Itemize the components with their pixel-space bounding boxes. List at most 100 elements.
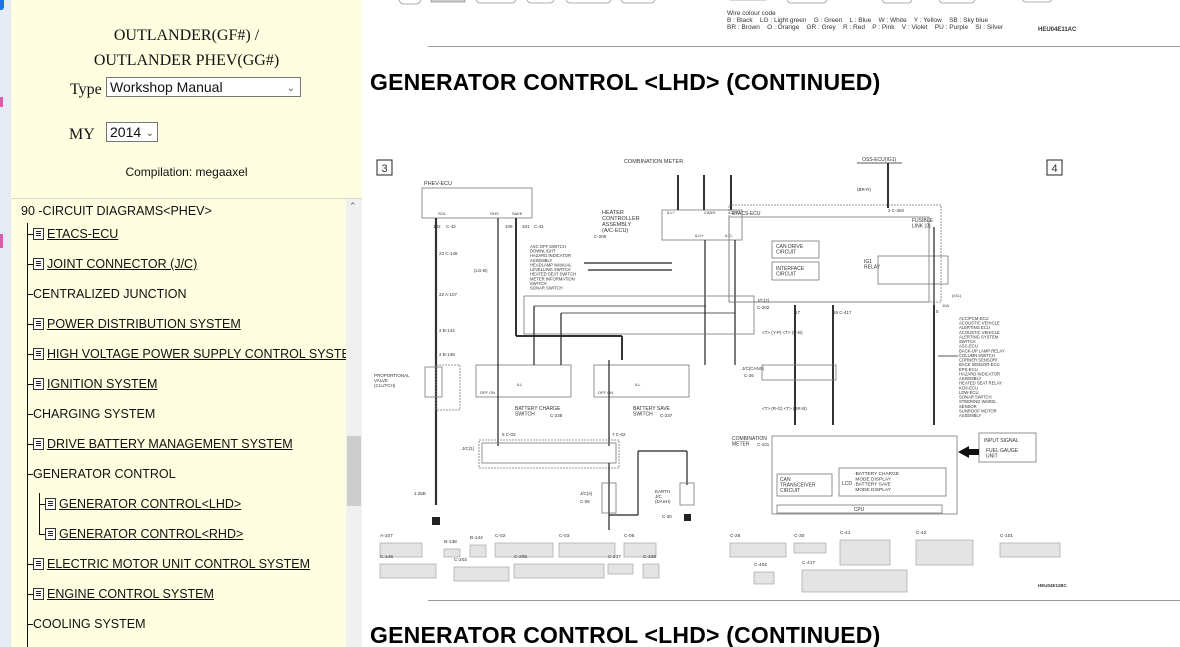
divider bbox=[428, 46, 1180, 47]
component-box bbox=[601, 482, 617, 514]
tree-label[interactable]: CHARGING SYSTEM bbox=[33, 407, 156, 421]
connector-id: B-144 bbox=[470, 535, 483, 541]
tree-item[interactable]: GENERATOR CONTROL<RHD> bbox=[39, 527, 243, 541]
model-line-1: OUTLANDER(GF#) / bbox=[113, 27, 260, 44]
figure-id-top: HEU04E11AC bbox=[1038, 27, 1077, 33]
component-box bbox=[523, 295, 755, 335]
tree-item[interactable]: ENGINE CONTROL SYSTEM bbox=[27, 587, 214, 601]
connector-label: C-42 bbox=[446, 224, 456, 229]
connector-block bbox=[513, 563, 605, 579]
tree-line bbox=[27, 223, 28, 647]
page-ref-box bbox=[376, 159, 393, 176]
tree-link[interactable]: ETACS-ECU bbox=[47, 227, 119, 241]
component-box bbox=[838, 467, 947, 497]
my-label: MY bbox=[69, 126, 95, 143]
tree-link[interactable]: ENGINE CONTROL SYSTEM bbox=[47, 587, 214, 601]
compilation-credit: Compilation: megaaxel bbox=[125, 165, 248, 179]
lcd-functions-list: -BATTERY CHARGE MODE DISPLAY-BATTERY SAV… bbox=[854, 471, 899, 493]
connector-block bbox=[999, 542, 1061, 558]
connector-block bbox=[469, 544, 487, 558]
connector-block bbox=[793, 542, 827, 554]
connector-label: C-202 bbox=[757, 305, 770, 310]
tree-item[interactable]: ETACS-ECU bbox=[27, 227, 118, 241]
tree-item[interactable]: GENERATOR CONTROL<LHD> bbox=[39, 497, 241, 511]
side-marker bbox=[0, 97, 3, 107]
diagram-label: <T> (Y-P) <T> (R-B) bbox=[762, 330, 803, 335]
connector-label: 2 B-144 bbox=[439, 328, 455, 333]
combination-meter-label: COMBINATION METER bbox=[624, 159, 683, 165]
browser-side-strip bbox=[0, 0, 11, 647]
component-box bbox=[661, 209, 743, 241]
tree-connector bbox=[27, 593, 33, 595]
component-box bbox=[771, 240, 820, 259]
tree-link[interactable]: GENERATOR CONTROL<LHD> bbox=[59, 497, 242, 511]
diagram-label: (BR-R) bbox=[857, 187, 871, 192]
component-box bbox=[435, 364, 461, 411]
page-ref-box bbox=[1046, 159, 1063, 176]
tree-link[interactable]: GENERATOR CONTROL<RHD> bbox=[59, 527, 244, 541]
tree-scrollbar[interactable]: ⌃ bbox=[346, 199, 362, 647]
tree-link[interactable]: DRIVE BATTERY MANAGEMENT SYSTEM bbox=[47, 437, 293, 451]
component-box bbox=[593, 364, 690, 398]
type-select[interactable]: Workshop Manual ⌄ bbox=[106, 77, 301, 97]
connector-block bbox=[623, 542, 657, 558]
connector-id: C-101 bbox=[1000, 533, 1013, 539]
scroll-up-icon[interactable]: ⌃ bbox=[349, 201, 357, 211]
connector-id: C-402 bbox=[754, 562, 767, 568]
tree-link[interactable]: IGNITION SYSTEM bbox=[47, 377, 158, 391]
connector-block bbox=[379, 563, 437, 579]
connector-block bbox=[915, 539, 974, 566]
tree-item[interactable]: HIGH VOLTAGE POWER SUPPLY CONTROL SYSTEM bbox=[27, 347, 346, 361]
diagram-label: (LG-B) bbox=[474, 268, 488, 273]
tree-connector bbox=[27, 623, 33, 625]
scrollbar-thumb[interactable] bbox=[347, 436, 361, 506]
jc-label: J/C(2) bbox=[757, 298, 770, 303]
previous-figure-connectors bbox=[398, 0, 1052, 5]
component-box bbox=[421, 187, 533, 219]
connector-block bbox=[642, 563, 660, 579]
tree-label[interactable]: CENTRALIZED JUNCTION bbox=[33, 287, 187, 301]
diagram-label: GHS bbox=[490, 211, 499, 216]
connector-id: C-237 bbox=[608, 554, 621, 560]
connector-label: 16 C-417 bbox=[833, 310, 852, 315]
tree-item[interactable]: ELECTRIC MOTOR UNIT CONTROL SYSTEM bbox=[27, 557, 310, 571]
tree-connector bbox=[27, 413, 33, 415]
connector-label: 2 B-138 bbox=[439, 352, 455, 357]
connector-block bbox=[558, 542, 616, 558]
connector-label: 7 C-02 bbox=[612, 432, 626, 437]
tree-root[interactable]: 90 -CIRCUIT DIAGRAMS<PHEV> bbox=[21, 204, 212, 218]
connector-label: C-41 bbox=[534, 224, 544, 229]
tree-item: COOLING SYSTEM bbox=[27, 617, 146, 631]
phev-ecu-label: PHEV-ECU bbox=[424, 181, 452, 187]
tree-item[interactable]: JOINT CONNECTOR (J/C) bbox=[27, 257, 197, 271]
document-icon bbox=[33, 588, 44, 600]
connector-id: C-30 bbox=[794, 533, 805, 539]
tree-link[interactable]: ELECTRIC MOTOR UNIT CONTROL SYSTEM bbox=[47, 557, 310, 571]
diagram-label: ILL+ bbox=[667, 210, 676, 215]
my-select[interactable]: 2014 ⌄ bbox=[106, 122, 158, 142]
diagram-label: SAVE bbox=[512, 211, 523, 216]
diagram-label: <T> (R-G) <T> (BR-B) bbox=[762, 406, 807, 411]
tree-label[interactable]: GENERATOR CONTROL bbox=[33, 467, 176, 481]
component-box bbox=[877, 255, 949, 285]
page-ref-number: 4 bbox=[1051, 163, 1057, 175]
tree-item[interactable]: IGNITION SYSTEM bbox=[27, 377, 157, 391]
tree-connector bbox=[27, 383, 33, 385]
tree-connector bbox=[27, 263, 33, 265]
connector-block bbox=[494, 542, 554, 558]
component-box bbox=[478, 439, 620, 469]
tree-connector bbox=[27, 323, 33, 325]
connector-id: C-05 bbox=[624, 533, 635, 539]
tree-link[interactable]: POWER DISTRIBUTION SYSTEM bbox=[47, 317, 241, 331]
tree-link[interactable]: HIGH VOLTAGE POWER SUPPLY CONTROL SYSTEM bbox=[47, 347, 346, 361]
connector-id: C-238 bbox=[643, 554, 656, 560]
tree-item[interactable]: POWER DISTRIBUTION SYSTEM bbox=[27, 317, 241, 331]
tree-label[interactable]: COOLING SYSTEM bbox=[33, 617, 146, 631]
tree-link[interactable]: JOINT CONNECTOR (J/C) bbox=[47, 257, 198, 271]
tree-item[interactable]: DRIVE BATTERY MANAGEMENT SYSTEM bbox=[27, 437, 293, 451]
connector-id: C-417 bbox=[802, 560, 815, 566]
diagram-label: ILL bbox=[517, 382, 523, 387]
type-select-value: Workshop Manual bbox=[110, 79, 223, 95]
